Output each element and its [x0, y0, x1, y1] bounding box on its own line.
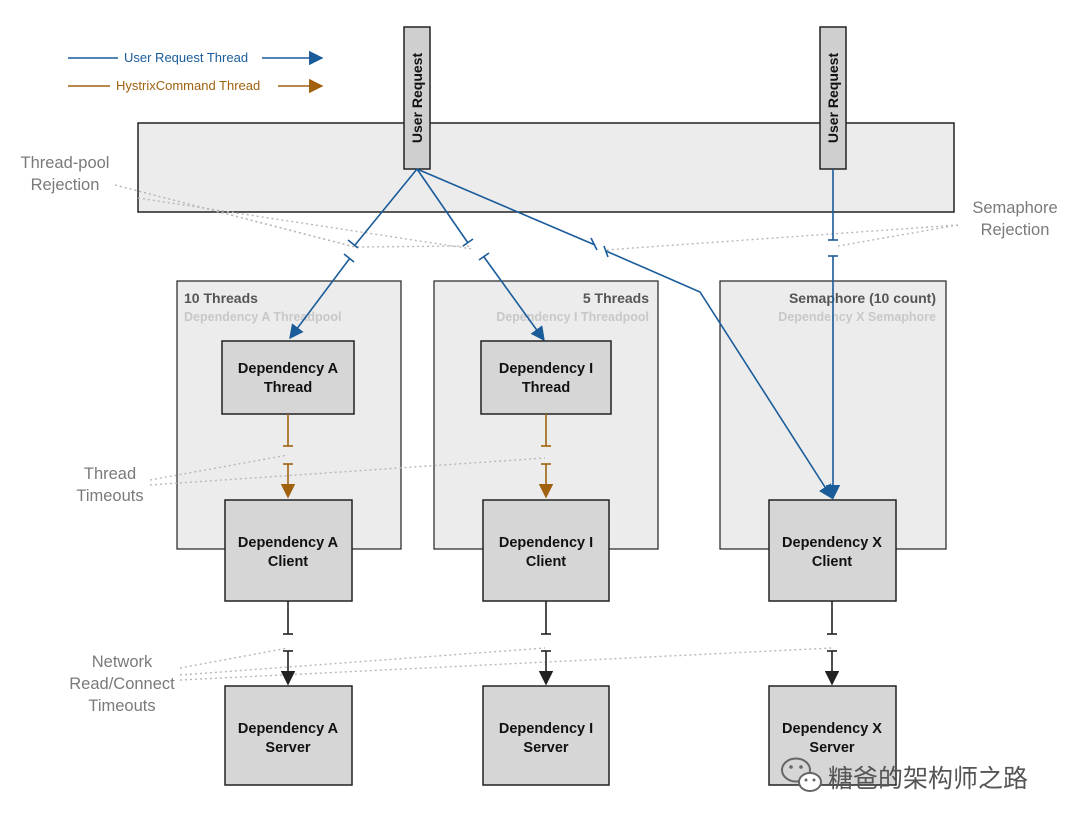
- dependency-a-server-line1: Dependency A: [238, 721, 339, 737]
- dependency-a-server-box: [224, 685, 353, 786]
- dotted-leaders: [114, 184, 959, 681]
- network-timeouts-line2: Read/Connect: [69, 675, 175, 693]
- dependency-a-thread-line1: Dependency A: [238, 361, 339, 377]
- dependency-x-client-line1: Dependency X: [782, 535, 882, 551]
- user-request-bar-right: [819, 26, 847, 170]
- user-request-label-right: User Request: [825, 53, 841, 144]
- dependency-i-thread-line2: Thread: [522, 380, 570, 396]
- dependency-x-client-box: [768, 499, 897, 602]
- request-band: [137, 122, 955, 213]
- dependency-i-client-line1: Dependency I: [499, 535, 593, 551]
- watermark-text: 糖爸的架构师之路: [828, 764, 1028, 793]
- pool-x-title: Semaphore (10 count): [789, 290, 936, 306]
- pool-i-subtitle: Dependency I Threadpool: [496, 310, 649, 324]
- network-flows: [280, 601, 840, 686]
- user-request-label-left: User Request: [409, 53, 425, 144]
- dependency-i-client-box: [482, 499, 610, 602]
- dependency-i-server-box: [482, 685, 610, 786]
- hystrix-thread-flows: [280, 414, 554, 499]
- dependency-a-client-line1: Dependency A: [238, 535, 339, 551]
- pool-a-subtitle: Dependency A Threadpool: [184, 310, 341, 324]
- legend-user-label: User Request Thread: [124, 50, 248, 65]
- dependency-i-client-line2: Client: [526, 554, 566, 570]
- user-request-flows: [289, 168, 841, 500]
- network-timeouts-line3: Timeouts: [88, 697, 155, 715]
- threadpool-rejection-line2: Rejection: [31, 176, 100, 194]
- network-timeouts-line1: Network: [92, 653, 153, 671]
- pool-a-title: 10 Threads: [184, 290, 258, 306]
- pool-x-subtitle: Dependency X Semaphore: [778, 310, 936, 324]
- dependency-i-thread-box: [480, 340, 612, 415]
- dependency-x-server-line2: Server: [809, 740, 855, 756]
- dependency-a-thread-line2: Thread: [264, 380, 312, 396]
- watermark: 糖爸的架构师之路: [781, 757, 1028, 793]
- dependency-a-server-line2: Server: [265, 740, 311, 756]
- dependency-a-client-line2: Client: [268, 554, 308, 570]
- pool-i-title: 5 Threads: [583, 290, 649, 306]
- threadpool-rejection-line1: Thread-pool: [21, 154, 110, 172]
- dependency-a-thread-box: [221, 340, 355, 415]
- thread-timeouts-line1: Thread: [84, 465, 136, 483]
- thread-timeouts-line2: Timeouts: [76, 487, 143, 505]
- dependency-i-server-line1: Dependency I: [499, 721, 593, 737]
- wechat-icon: [781, 757, 822, 792]
- semaphore-rejection-line1: Semaphore: [972, 199, 1057, 217]
- dependency-i-server-line2: Server: [523, 740, 569, 756]
- dependency-x-client-line2: Client: [812, 554, 852, 570]
- dependency-x-server-line1: Dependency X: [782, 721, 882, 737]
- dependency-i-thread-line1: Dependency I: [499, 361, 593, 377]
- legend-hystrix-label: HystrixCommand Thread: [116, 78, 260, 93]
- legend: User Request Thread HystrixCommand Threa…: [68, 50, 324, 94]
- semaphore-rejection-line2: Rejection: [981, 221, 1050, 239]
- dependency-a-client-box: [224, 499, 353, 602]
